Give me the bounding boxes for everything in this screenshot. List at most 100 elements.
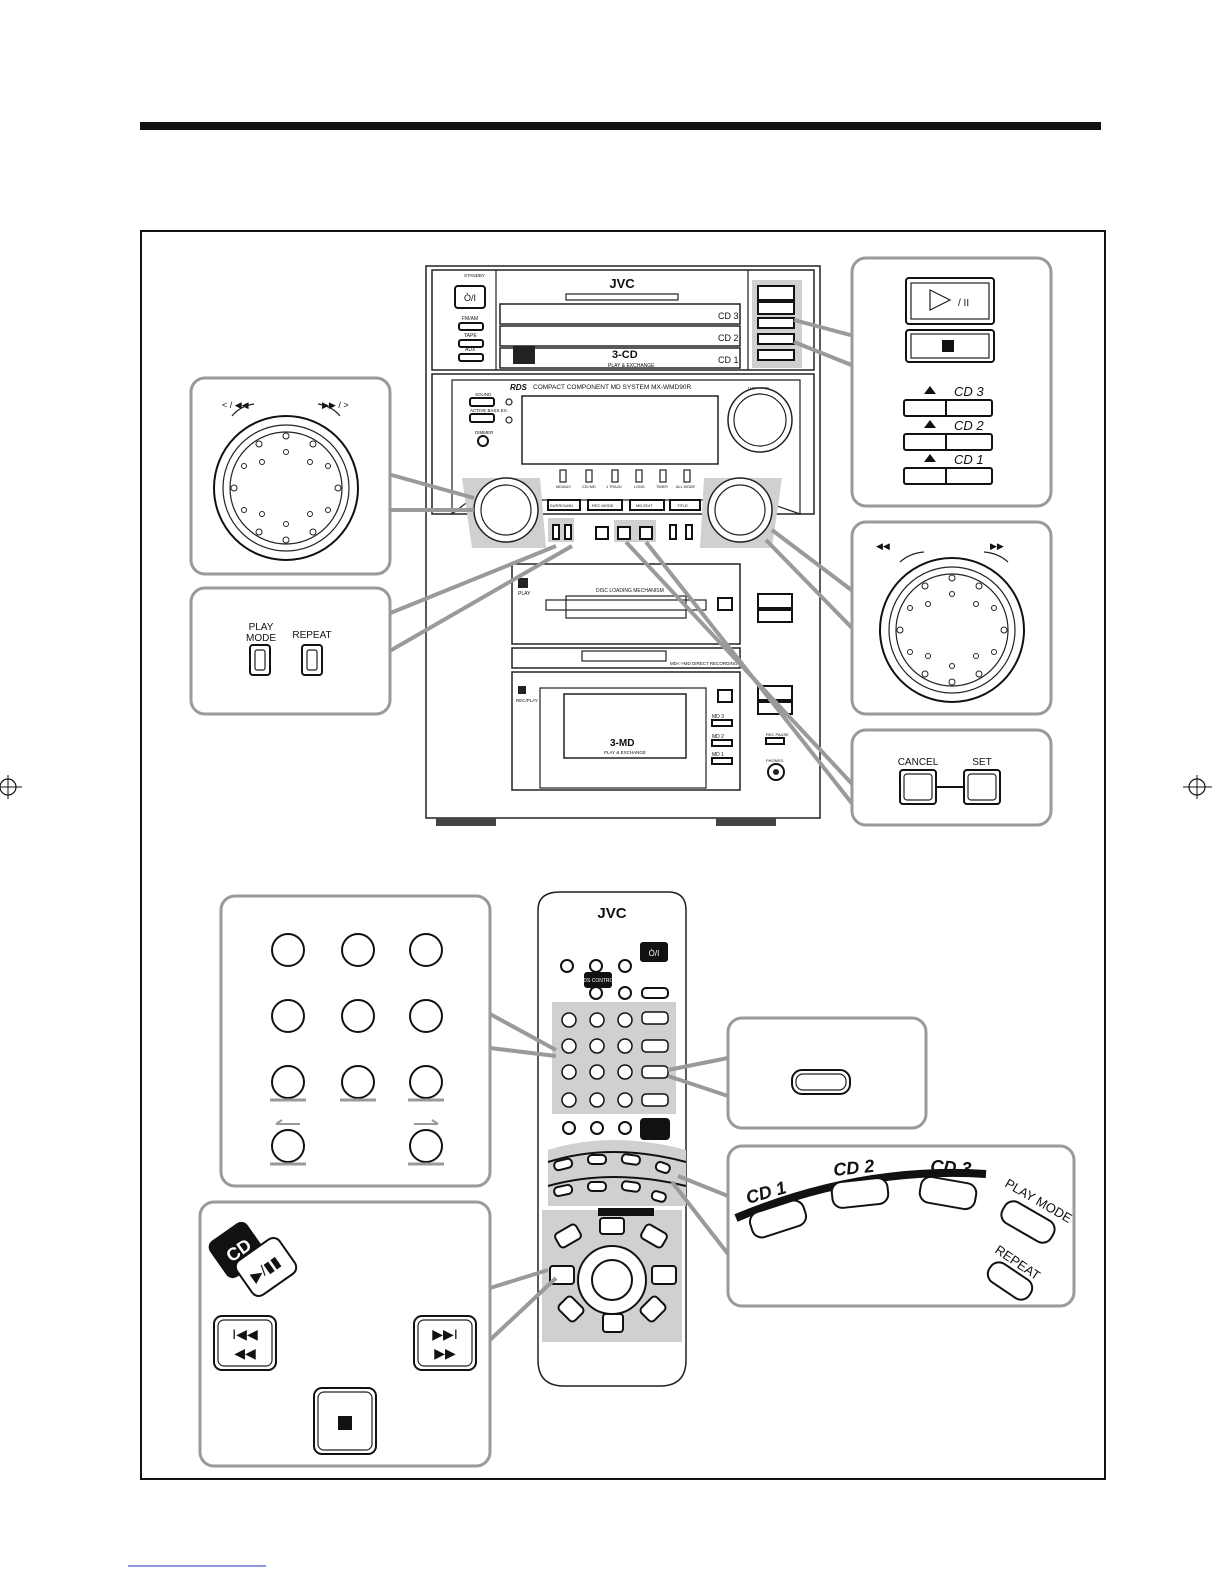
aux-button[interactable] (458, 353, 484, 362)
remote-play-mode-button[interactable] (998, 1198, 1058, 1247)
play-mode-label-2: MODE (246, 633, 276, 644)
remote-prev-button[interactable] (213, 1315, 277, 1371)
remote-function-button[interactable] (791, 1069, 851, 1095)
power-icon: Ò/I (464, 293, 476, 303)
key-3[interactable] (409, 933, 443, 967)
key-5[interactable] (341, 999, 375, 1033)
cd-play-pause-label: / II (958, 298, 969, 309)
main-unit: JVC CD 3 CD 2 CD 1 3-CD PLAY & EXCHANGE … (425, 265, 821, 826)
repeat-label: REPEAT (292, 630, 331, 641)
active-bass-button[interactable] (469, 413, 495, 423)
right-dial-left-label: ◀◀ (876, 541, 890, 551)
rec-pause-button[interactable] (765, 737, 785, 745)
left-dial-ring[interactable] (213, 415, 359, 561)
rec-mode-button[interactable] (587, 499, 623, 511)
fmam-button[interactable] (458, 322, 484, 331)
right-dial-ring[interactable] (879, 557, 1025, 703)
remote-next-button[interactable] (413, 1315, 477, 1371)
cd3-eject-button[interactable] (903, 399, 993, 417)
deck-a-stop[interactable] (757, 609, 793, 623)
remote-stop-icon (338, 1416, 352, 1430)
key-7[interactable] (271, 1065, 305, 1099)
tape-button[interactable] (458, 339, 484, 348)
svg-text:REC MODE: REC MODE (592, 503, 614, 508)
unit-cancel-button[interactable] (617, 526, 631, 540)
cd-logo-sub: PLAY & EXCHANGE (608, 363, 655, 369)
deck-a-label: PLAY (518, 591, 531, 597)
unit-cd-stop-button[interactable] (757, 301, 795, 315)
md-deck-a (511, 563, 741, 645)
cd-tray-3[interactable] (499, 303, 741, 325)
title-button[interactable] (669, 499, 701, 511)
key-6[interactable] (409, 999, 443, 1033)
remote-power-button[interactable] (640, 942, 668, 962)
md-slot-1: MD 1 (712, 752, 724, 758)
cd1-eject-button[interactable] (903, 467, 993, 485)
deck-b-eject[interactable] (717, 689, 733, 703)
unit-set-button[interactable] (639, 526, 653, 540)
key-left[interactable] (271, 1129, 305, 1163)
rds-logo: RDS (510, 383, 528, 392)
deck-a-text: DISC LOADING MECHANISM (596, 588, 664, 594)
cd2-eject-button[interactable] (903, 433, 993, 451)
rec-pause-label: REC PAUSE (766, 732, 789, 737)
sound-button[interactable] (469, 397, 495, 407)
key-right[interactable] (409, 1129, 443, 1163)
key-4[interactable] (271, 999, 305, 1033)
power-button[interactable] (454, 285, 486, 309)
unit-right-dial[interactable] (707, 477, 773, 543)
callout-transport: CD ▶/▮▮ I◀◀ ◀◀ ▶▶I ▶▶ (198, 1200, 492, 1468)
fast-forward-icon: ▶▶ (434, 1345, 456, 1361)
cd-tray-3-label: CD 3 (718, 311, 739, 321)
svg-text:LONG: LONG (634, 485, 645, 489)
md-edit-button[interactable] (629, 499, 665, 511)
dimmer-button[interactable] (477, 435, 489, 447)
unit-cd3-eject[interactable] (757, 317, 795, 329)
remote-dark-button[interactable] (640, 1118, 670, 1140)
left-dial-right-label: ▶▶ / > (322, 400, 349, 410)
cd-tray-2[interactable] (499, 325, 741, 347)
right-dial-right-label: ▶▶ (990, 541, 1004, 551)
unit-cd2-eject[interactable] (757, 333, 795, 345)
unit-fm-mode-button[interactable] (595, 526, 609, 540)
key-9[interactable] (409, 1065, 443, 1099)
volume-knob[interactable] (727, 387, 793, 453)
remote-cd2-button[interactable] (830, 1177, 890, 1209)
unit-display (521, 395, 719, 465)
key-1[interactable] (271, 933, 305, 967)
md-logo: 3-MD (610, 738, 634, 749)
unit-display-button[interactable] (669, 524, 677, 540)
cancel-button[interactable] (899, 769, 937, 805)
unit-repeat-button[interactable] (564, 524, 572, 540)
set-button[interactable] (963, 769, 1001, 805)
unit-cd1-eject[interactable] (757, 349, 795, 361)
next-track-icon: ▶▶I (432, 1326, 457, 1342)
callout-remote-cd-row: CD 1 CD 2 CD 3 PLAY MODE REPEAT (726, 1144, 1076, 1308)
callout-right-dial: ◀◀ ▶▶ (850, 520, 1053, 716)
deck-a-play[interactable] (757, 593, 793, 609)
compact-disc-logo (513, 346, 535, 364)
remote-cd1-button[interactable] (747, 1198, 808, 1240)
remote-power-icon: Ò/I (649, 949, 660, 958)
cd-tray-1[interactable] (499, 347, 741, 369)
remote-cd-play-pause-button[interactable] (233, 1235, 300, 1299)
unit-cd-play-button[interactable] (757, 285, 795, 301)
remote-cd3-button[interactable] (918, 1175, 978, 1211)
standby-label: STANDBY (464, 273, 485, 278)
surround-button[interactable] (547, 499, 581, 511)
fmam-label: FM/AM (462, 316, 478, 322)
unit-clock-button[interactable] (685, 524, 693, 540)
key-2[interactable] (341, 933, 375, 967)
key-8[interactable] (341, 1065, 375, 1099)
callout-left-dial: < / ◀◀ ▶▶ / > (189, 376, 392, 576)
unit-left-dial[interactable] (473, 477, 539, 543)
deck-a-eject[interactable] (717, 597, 733, 611)
figure-frame (140, 230, 1106, 1480)
callout-play-repeat: PLAY MODE REPEAT (189, 586, 392, 716)
callout-single-button (726, 1016, 928, 1130)
cd-play-pause-button[interactable] (905, 277, 995, 325)
callout-keypad (219, 894, 492, 1188)
remote-cd2-label: CD 2 (832, 1156, 875, 1180)
remote-repeat-button[interactable] (984, 1258, 1036, 1303)
unit-play-mode-button[interactable] (552, 524, 560, 540)
